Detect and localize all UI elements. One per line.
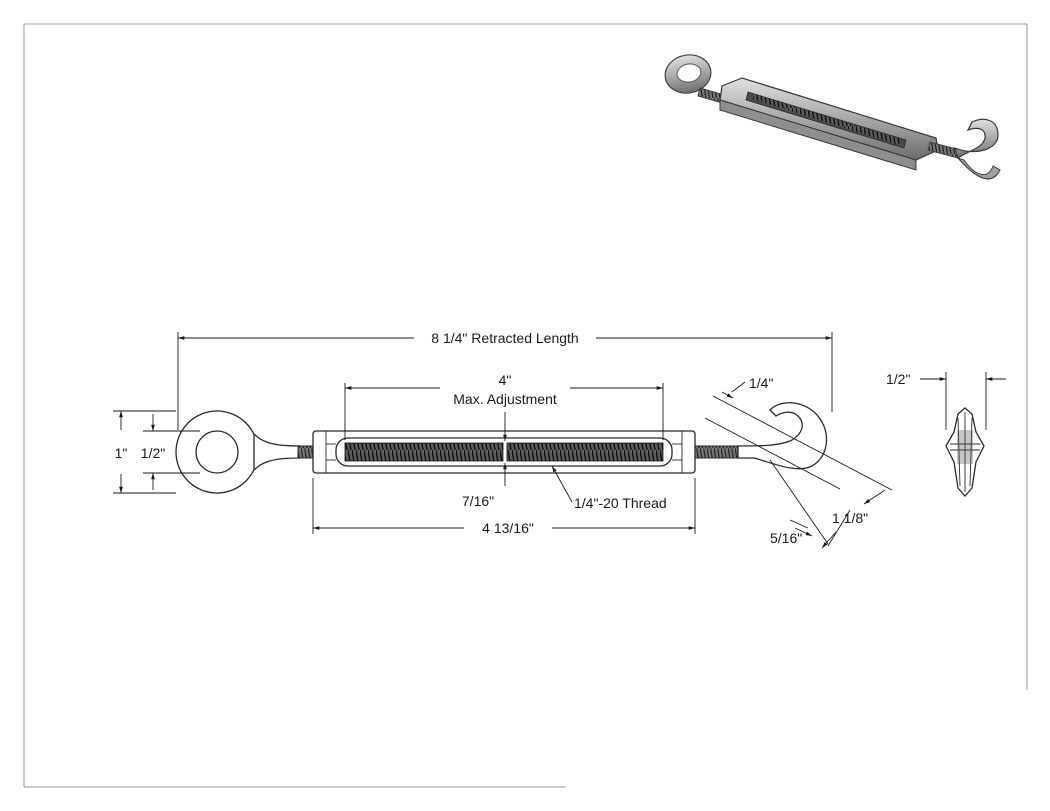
iso-eye-inner [676,63,702,83]
hook-shank [694,445,740,459]
label-max-adjustment: Max. Adjustment [453,391,557,407]
dim-hook-opening: 5/16" [769,459,829,546]
label-overall-length: 8 1/4" Retracted Length [431,330,578,346]
label-eye-outer: 1" [115,445,128,461]
dim-overall-length: 8 1/4" Retracted Length [177,330,833,430]
label-hook-length: 1 1/8" [832,510,868,526]
iso-hook-lower [956,156,1001,180]
dim-max-adjustment: 4" Max. Adjustment [344,372,664,440]
sheet-border [23,23,1028,788]
front-view [175,402,828,494]
label-body-length: 4 13/16" [482,520,534,536]
dim-side-width: 1/2" [886,371,1006,430]
dim-hook-length: 1 1/8" [821,489,886,549]
label-max-adjustment-value: 4" [499,372,512,388]
iso-body-bottom [719,99,917,171]
thread-right [506,442,664,462]
eye-neck [253,432,301,472]
dim-hook-wire: 1/4" [704,375,893,491]
thread-left [344,442,504,462]
label-thread: 1/4"-20 Thread [574,495,667,511]
dim-body-length: 4 13/16" [312,478,696,536]
label-hook-wire: 1/4" [749,375,773,391]
isometric-view [664,54,1001,180]
iso-threads [753,94,900,145]
dim-thread: 1/4"-20 Thread [551,465,667,511]
dim-eye-outer: 1" [113,410,176,494]
label-body-width: 7/16" [462,493,494,509]
iso-hook [954,118,999,159]
side-view [945,407,985,497]
dim-body-width: 7/16" [462,412,507,509]
label-side-width: 1/2" [886,371,910,387]
label-hook-opening: 5/16" [770,530,802,546]
dim-eye-inner: 1/2" [141,414,200,490]
eye-inner [195,430,239,474]
label-eye-inner: 1/2" [141,445,165,461]
